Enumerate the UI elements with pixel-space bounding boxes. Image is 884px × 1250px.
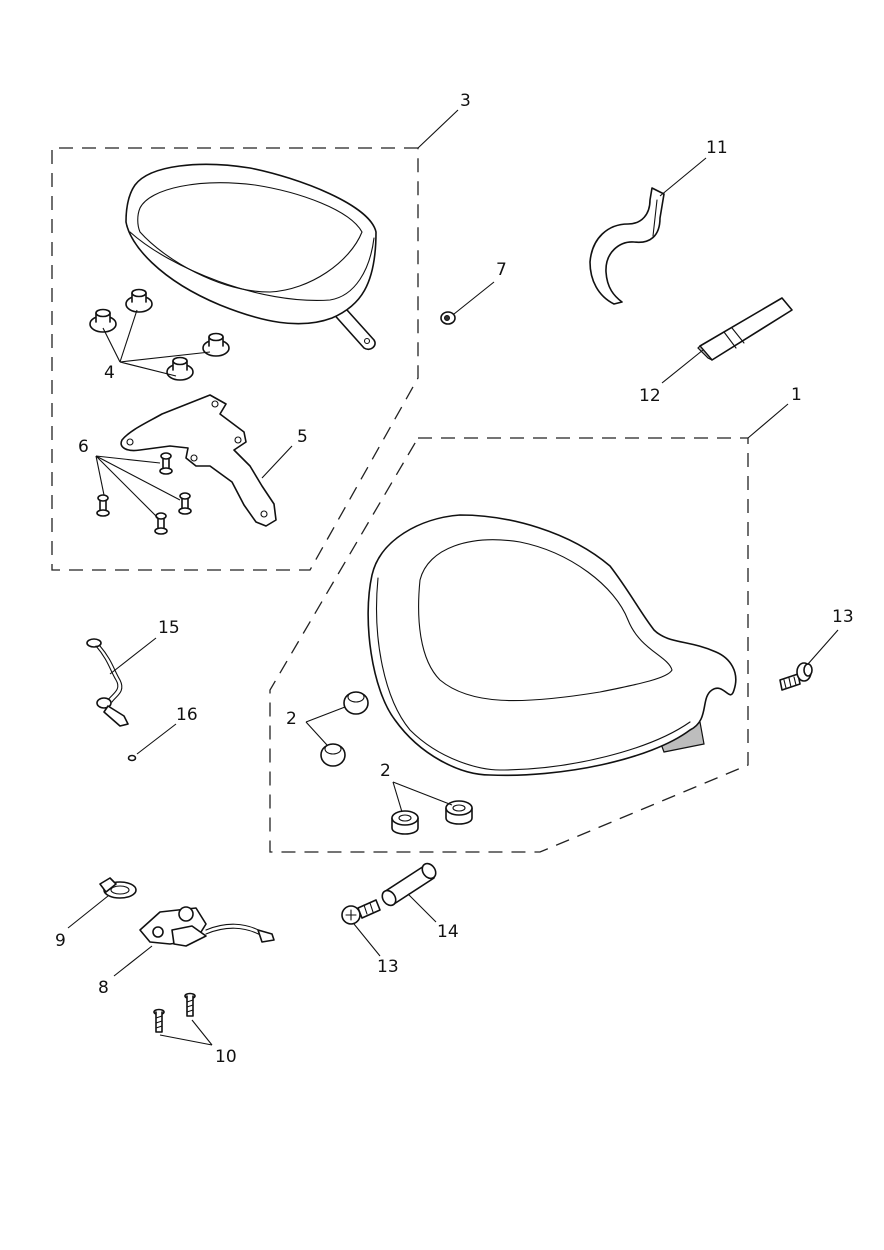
callout-16: 16 [176, 705, 198, 725]
callout-11: 11 [706, 138, 728, 158]
mounting-bracket [120, 394, 277, 527]
callout-2-upper: 2 [286, 709, 297, 729]
callout-15: 15 [158, 618, 180, 638]
bracket-bolts [96, 452, 192, 535]
callout-4: 4 [104, 363, 115, 383]
seat-strap [697, 297, 793, 361]
callout-9: 9 [55, 931, 66, 951]
callout-2-lower: 2 [380, 761, 391, 781]
small-screw [127, 754, 137, 762]
seat-hook [589, 187, 665, 305]
lock-screws [153, 992, 196, 1033]
callout-7: 7 [496, 260, 507, 280]
seat-bolt-right [779, 662, 813, 691]
spacer-sleeve [381, 862, 437, 907]
callout-10: 10 [215, 1047, 237, 1067]
callout-6: 6 [78, 437, 89, 457]
rider-seat [367, 514, 737, 777]
callout-3: 3 [460, 91, 471, 111]
callout-8: 8 [98, 978, 109, 998]
seat-lock [139, 906, 275, 947]
seat-buffers [320, 691, 473, 835]
callout-12: 12 [639, 386, 661, 406]
seat-cable [86, 638, 129, 727]
callout-1: 1 [791, 385, 802, 405]
callout-13-right: 13 [832, 607, 854, 627]
pillion-assembly-outline [51, 147, 419, 571]
callout-14: 14 [437, 922, 459, 942]
callout-13-lower: 13 [377, 957, 399, 977]
callout-5: 5 [297, 427, 308, 447]
leader-lines [67, 109, 839, 1046]
seat-fixing [440, 311, 456, 325]
seat-bolt-lower [341, 899, 381, 925]
pillion-pad [125, 163, 377, 351]
lock-ring [99, 877, 137, 899]
rubber-buffers [89, 288, 230, 381]
